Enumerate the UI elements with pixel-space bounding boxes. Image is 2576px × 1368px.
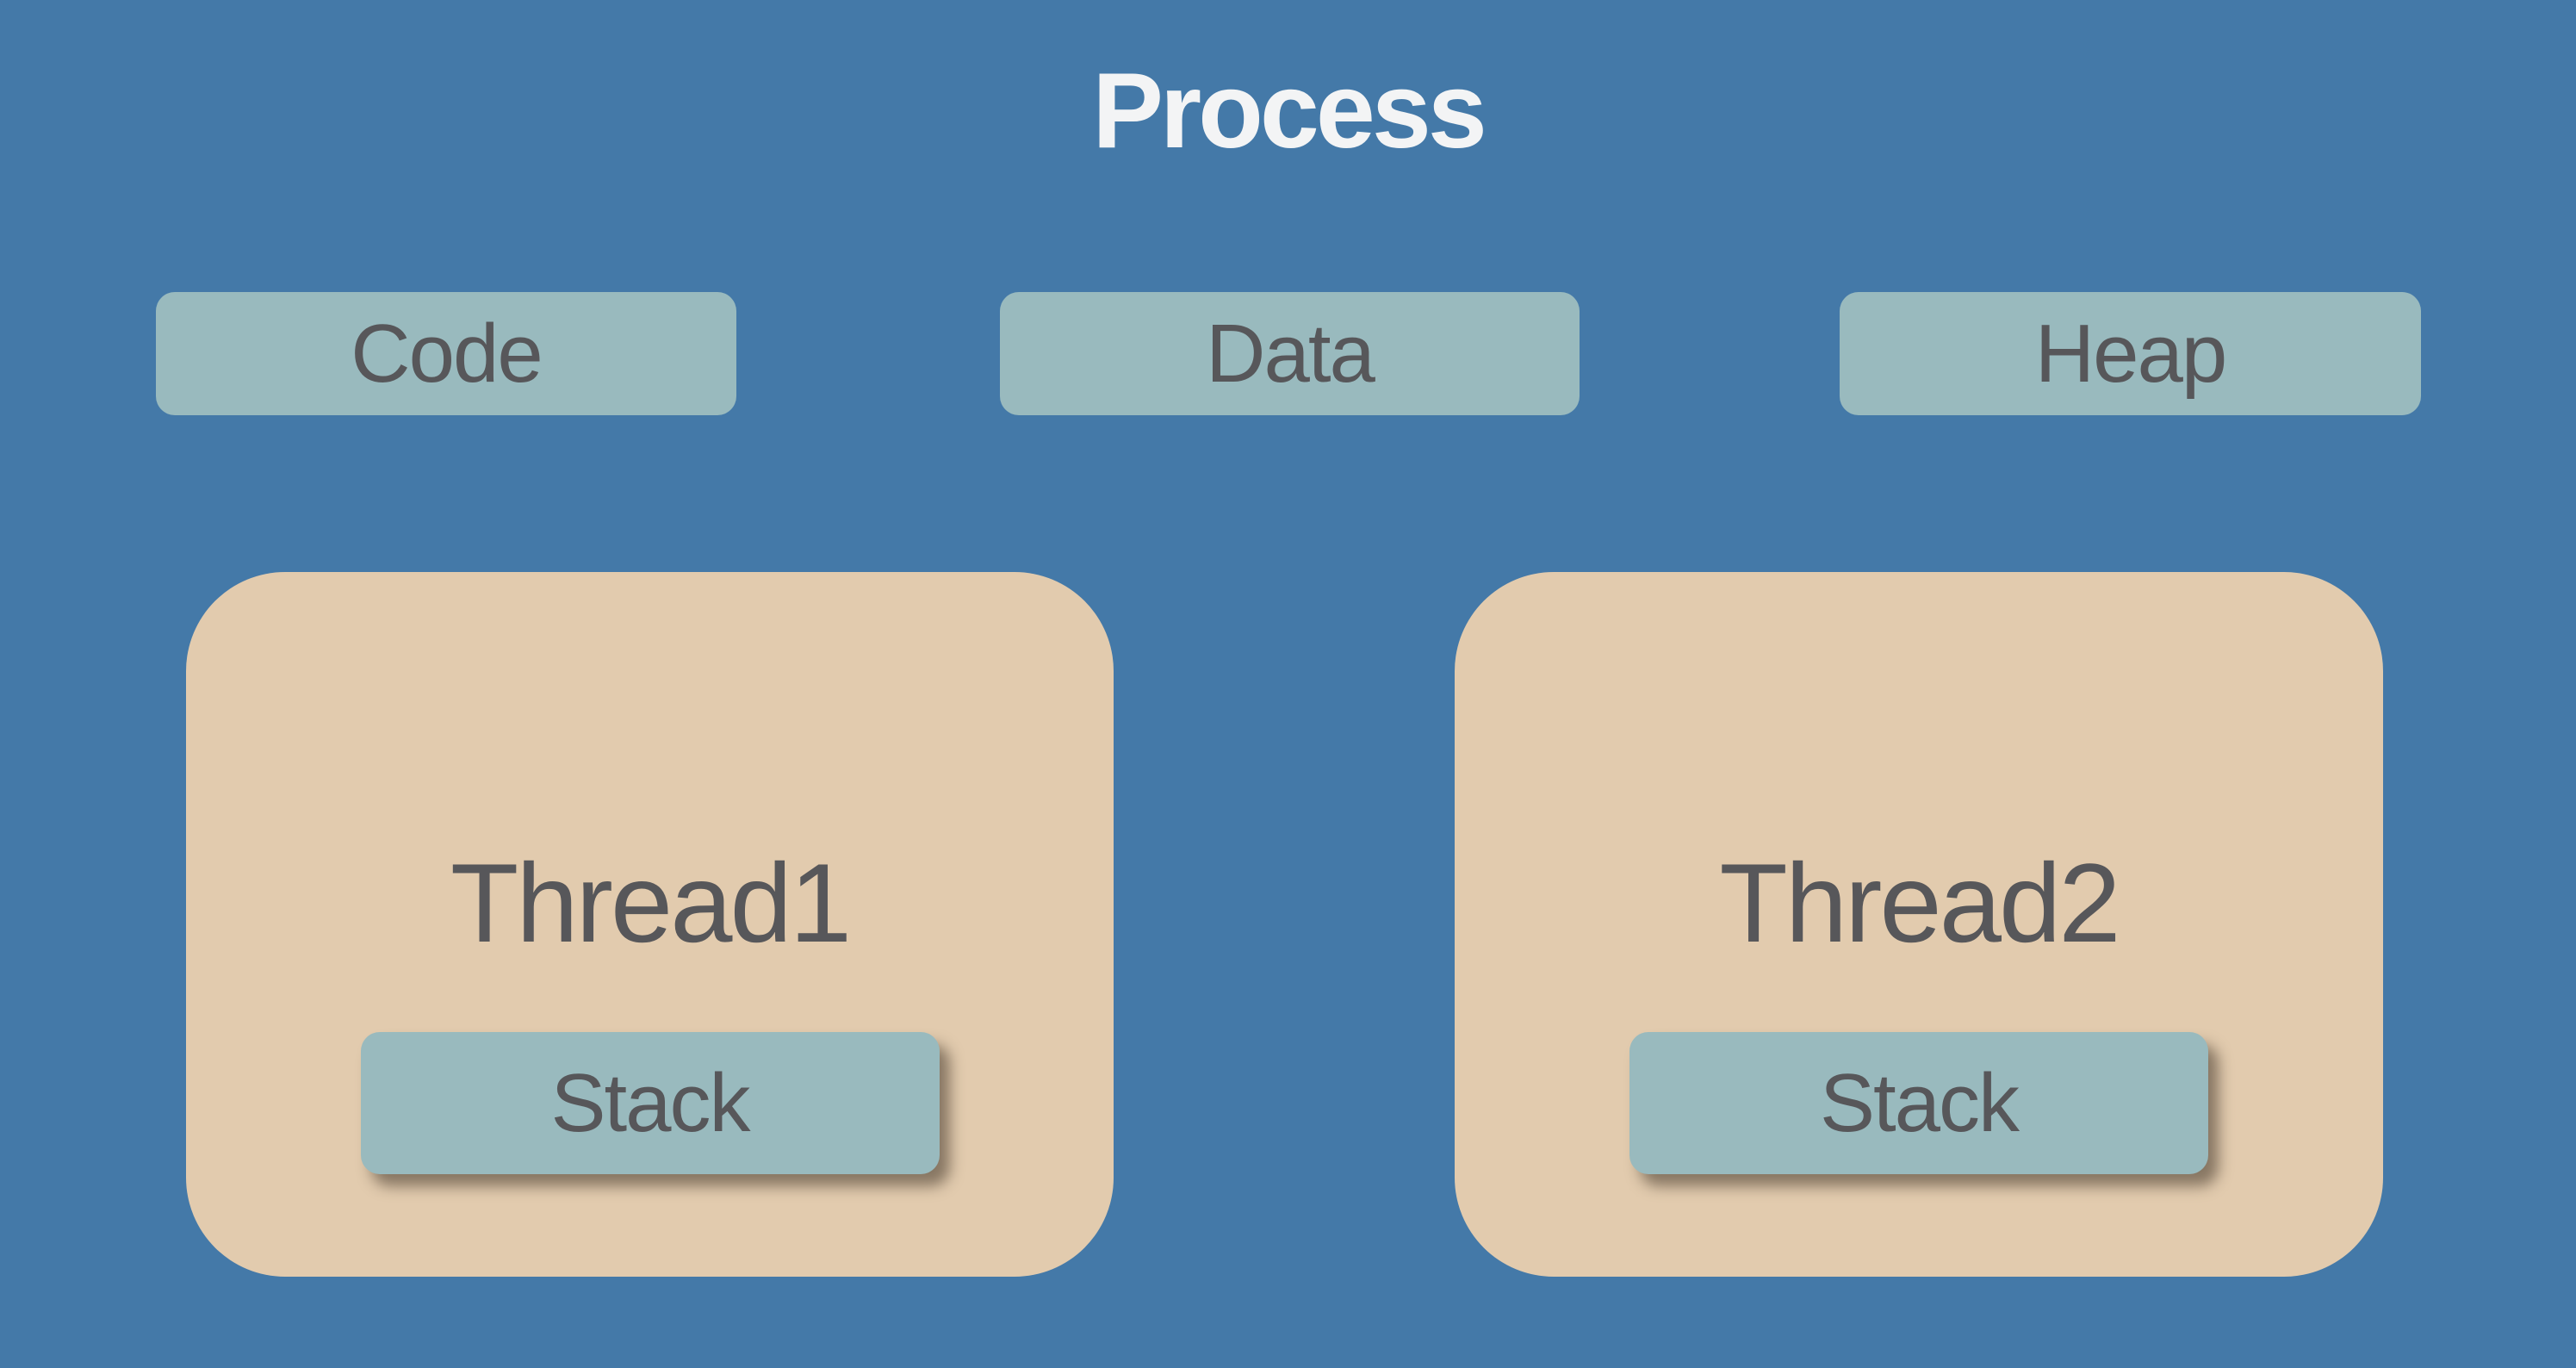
process-title: Process (1092, 52, 1487, 171)
thread2-stack-box: Stack (1629, 1032, 2208, 1174)
heap-segment-box: Heap (1840, 292, 2421, 415)
thread1-stack-label: Stack (550, 1056, 750, 1149)
thread1-label: Thread1 (450, 840, 852, 966)
thread1-stack-box: Stack (360, 1032, 940, 1174)
data-segment-label: Data (1206, 307, 1375, 400)
thread2-stack-label: Stack (1819, 1056, 2020, 1149)
heap-segment-label: Heap (2034, 307, 2227, 400)
thread1-box: Thread1 Stack (186, 572, 1114, 1277)
thread2-box: Thread2 Stack (1455, 572, 2383, 1277)
data-segment-box: Data (1000, 292, 1580, 415)
thread2-label: Thread2 (1719, 840, 2120, 966)
code-segment-box: Code (156, 292, 736, 415)
code-segment-label: Code (351, 307, 543, 400)
